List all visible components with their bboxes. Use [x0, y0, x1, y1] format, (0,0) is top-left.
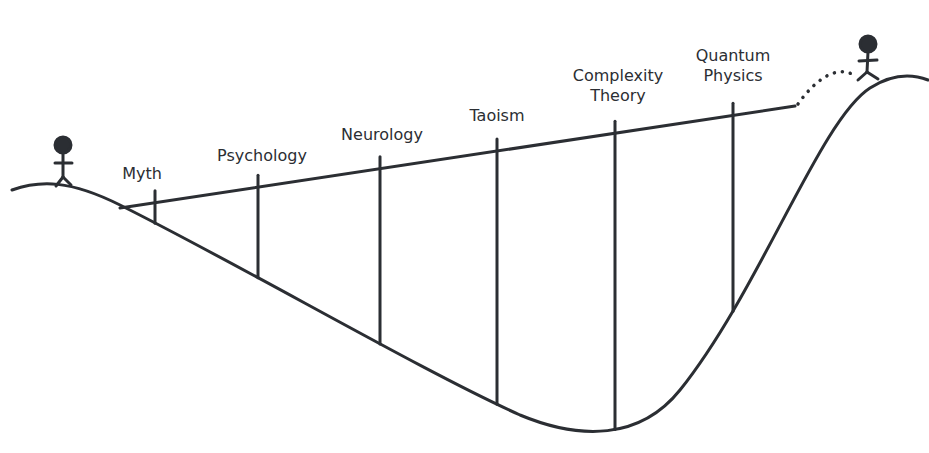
bridge-posts [155, 103, 733, 429]
bridge-post [379, 157, 382, 344]
field-label: Neurology [341, 125, 423, 145]
field-label: Taoism [469, 106, 524, 126]
valley-curve [12, 76, 928, 431]
bridge-deck [120, 106, 795, 208]
field-label: Psychology [217, 146, 307, 166]
bridge-post [257, 175, 260, 278]
bridge-post [732, 103, 735, 311]
right-stick-figure [858, 36, 878, 80]
bridge-post [614, 121, 617, 429]
bridge-post [154, 191, 157, 224]
field-label: Quantum Physics [696, 46, 771, 86]
field-label: Myth [122, 164, 162, 184]
field-label: Complexity Theory [573, 66, 663, 106]
jump-path [798, 72, 852, 104]
bridge-post [496, 139, 499, 404]
left-stick-figure [55, 137, 72, 186]
